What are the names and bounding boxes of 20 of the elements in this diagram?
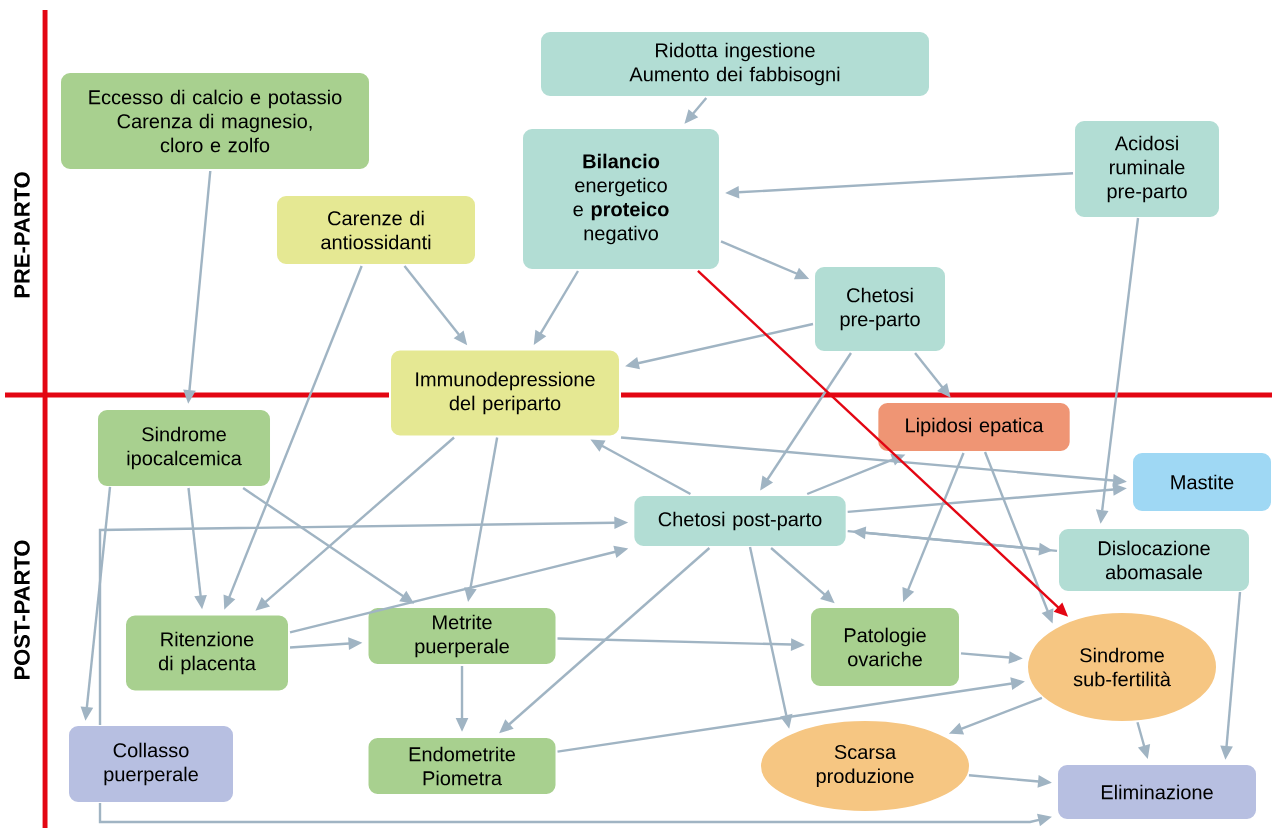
process-box: Ritenzione di placenta [124, 613, 290, 693]
process-box: Patologie ovariche [809, 606, 961, 688]
phase-label: POST-PARTO [14, 540, 30, 679]
process-box: Metrite puerperale [366, 606, 558, 666]
process-box: Dislocazione abomasale [1057, 527, 1251, 593]
process-box: Ridotta ingestione Aumento dei fabbisogni [539, 30, 931, 98]
process-box: Immunodepressione del periparto [389, 348, 621, 438]
process-box: Collasso puerperale [67, 724, 235, 804]
process-box: Chetosi pre-parto [813, 265, 947, 353]
process-box: Carenze di antiossidanti [275, 194, 477, 266]
process-box: Mastite [1131, 451, 1272, 513]
process-box: Lipidosi epatica [876, 401, 1072, 453]
process-box: Eccesso di calcio e potassio Carenza di magnesio, cloro e zolfo [59, 71, 371, 171]
process-box: Chetosi post-parto [632, 494, 848, 548]
process-box: Sindrome ipocalcemica [96, 408, 272, 488]
process-box: Endometrite Piometra [366, 736, 558, 796]
process-box: Bilancio energetico e proteico negativo [521, 127, 721, 271]
phase-label: PRE-PARTO [14, 172, 30, 298]
process-box: Acidosi ruminale pre-parto [1073, 119, 1221, 219]
process-box: Eliminazione [1056, 763, 1258, 821]
